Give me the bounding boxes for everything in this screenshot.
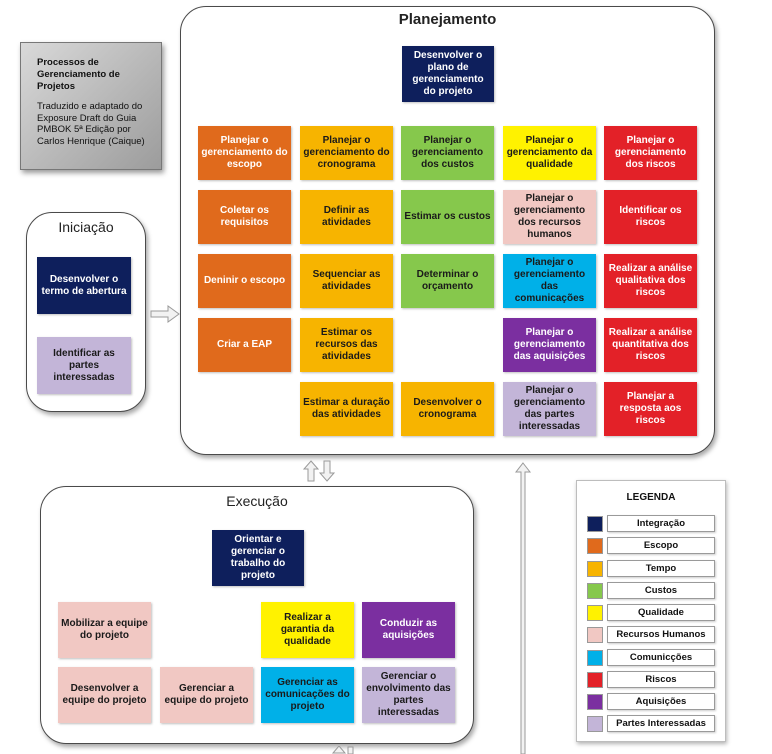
process-planejar-partes-interessadas: Planejar o gerenciamento das partes inte… — [503, 382, 596, 436]
process-definir-atividades: Definir as atividades — [300, 190, 393, 244]
legend-swatch — [587, 560, 603, 577]
info-note: Traduzido e adaptado do Exposure Draft d… — [37, 100, 145, 148]
arrow-right-icon — [150, 305, 180, 323]
process-planejar-qualidade: Planejar o gerenciamento da qualidade — [503, 126, 596, 180]
process-planejar-resposta-riscos: Planejar a resposta aos riscos — [604, 382, 697, 436]
legend-swatch — [587, 582, 603, 599]
process-criar-eap: Criar a EAP — [198, 318, 291, 372]
process-gerenciar-envolvimento: Gerenciar o envolvimento das partes inte… — [362, 667, 455, 723]
info-box: Processos de Gerenciamento de Projetos T… — [20, 42, 162, 170]
legend-item: Integração — [587, 515, 715, 532]
legend-title: LEGENDA — [626, 492, 676, 503]
legend-item: Escopo — [587, 537, 715, 554]
legend-item: Custos — [587, 582, 715, 599]
process-garantia-qualidade: Realizar a garantia da qualidade — [261, 602, 354, 658]
info-title: Processos de Gerenciamento de Projetos — [37, 57, 120, 92]
process-conduzir-aquisicoes: Conduzir as aquisições — [362, 602, 455, 658]
process-determinar-orcamento: Determinar o orçamento — [401, 254, 494, 308]
process-definir-escopo: Deninir o escopo — [198, 254, 291, 308]
legend-item: Tempo — [587, 560, 715, 577]
legend-label: Recursos Humanos — [607, 626, 715, 643]
legend-swatch — [587, 671, 603, 688]
legend-label: Integração — [607, 515, 715, 532]
legend-label: Escopo — [607, 537, 715, 554]
legend-label: Qualidade — [607, 604, 715, 621]
legend-label: Partes Interessadas — [607, 715, 715, 732]
legend-swatch — [587, 537, 603, 554]
process-estimar-custos: Estimar os custos — [401, 190, 494, 244]
arrow-up-long-icon — [514, 462, 532, 754]
process-coletar-requisitos: Coletar os requisitos — [198, 190, 291, 244]
legend-item: Recursos Humanos — [587, 626, 715, 643]
legend: LEGENDA Integração Escopo Tempo Custos Q… — [576, 480, 726, 742]
legend-item: Partes Interessadas — [587, 715, 715, 732]
legend-label: Aquisições — [607, 693, 715, 710]
process-planejar-custos: Planejar o gerenciamento dos custos — [401, 126, 494, 180]
process-sequenciar-atividades: Sequenciar as atividades — [300, 254, 393, 308]
process-termo-abertura: Desenvolver o termo de abertura — [37, 257, 131, 314]
process-mobilizar-equipe: Mobilizar a equipe do projeto — [58, 602, 151, 658]
process-planejar-riscos: Planejar o gerenciamento dos riscos — [604, 126, 697, 180]
execucao-title: Execução — [226, 493, 288, 509]
legend-item: Comunicções — [587, 649, 715, 666]
legend-swatch — [587, 515, 603, 532]
process-desenvolver-cronograma: Desenvolver o cronograma — [401, 382, 494, 436]
process-planejar-aquisicoes: Planejar o gerenciamento das aquisições — [503, 318, 596, 372]
process-estimar-recursos: Estimar os recursos das atividades — [300, 318, 393, 372]
legend-swatch — [587, 626, 603, 643]
process-identificar-riscos: Identificar os riscos — [604, 190, 697, 244]
process-planejar-recursos-humanos: Planejar o gerenciamento dos recursos hu… — [503, 190, 596, 244]
legend-label: Comunicções — [607, 649, 715, 666]
process-desenvolver-equipe: Desenvolver a equipe do projeto — [58, 667, 151, 723]
legend-swatch — [587, 649, 603, 666]
process-estimar-duracao: Estimar a duração das atividades — [300, 382, 393, 436]
legend-label: Tempo — [607, 560, 715, 577]
arrow-up-down-icon — [302, 460, 336, 482]
process-gerenciar-comunicacoes: Gerenciar as comunicações do projeto — [261, 667, 354, 723]
planejamento-title: Planejamento — [398, 11, 497, 28]
legend-swatch — [587, 604, 603, 621]
process-gerenciar-equipe: Gerenciar a equipe do projeto — [160, 667, 253, 723]
legend-swatch — [587, 693, 603, 710]
legend-label: Custos — [607, 582, 715, 599]
legend-item: Qualidade — [587, 604, 715, 621]
process-analise-quantitativa: Realizar a análise quantitativa dos risc… — [604, 318, 697, 372]
arrow-up-down-partial-icon — [331, 746, 354, 754]
legend-item: Aquisições — [587, 693, 715, 710]
iniciacao-title: Iniciação — [58, 219, 114, 235]
process-planejar-comunicacoes: Planejar o gerenciamento das comunicaçõe… — [503, 254, 596, 308]
process-orientar-trabalho: Orientar e gerenciar o trabalho do proje… — [212, 530, 304, 586]
process-planejar-escopo: Planejar o gerenciamento do escopo — [198, 126, 291, 180]
process-analise-qualitativa: Realizar a análise qualitativa dos risco… — [604, 254, 697, 308]
legend-item: Riscos — [587, 671, 715, 688]
process-identificar-partes: Identificar as partes interessadas — [37, 337, 131, 394]
process-planejar-cronograma: Planejar o gerenciamento do cronograma — [300, 126, 393, 180]
legend-swatch — [587, 715, 603, 732]
process-desenvolver-plano: Desenvolver o plano de gerenciamento do … — [402, 46, 494, 102]
legend-label: Riscos — [607, 671, 715, 688]
